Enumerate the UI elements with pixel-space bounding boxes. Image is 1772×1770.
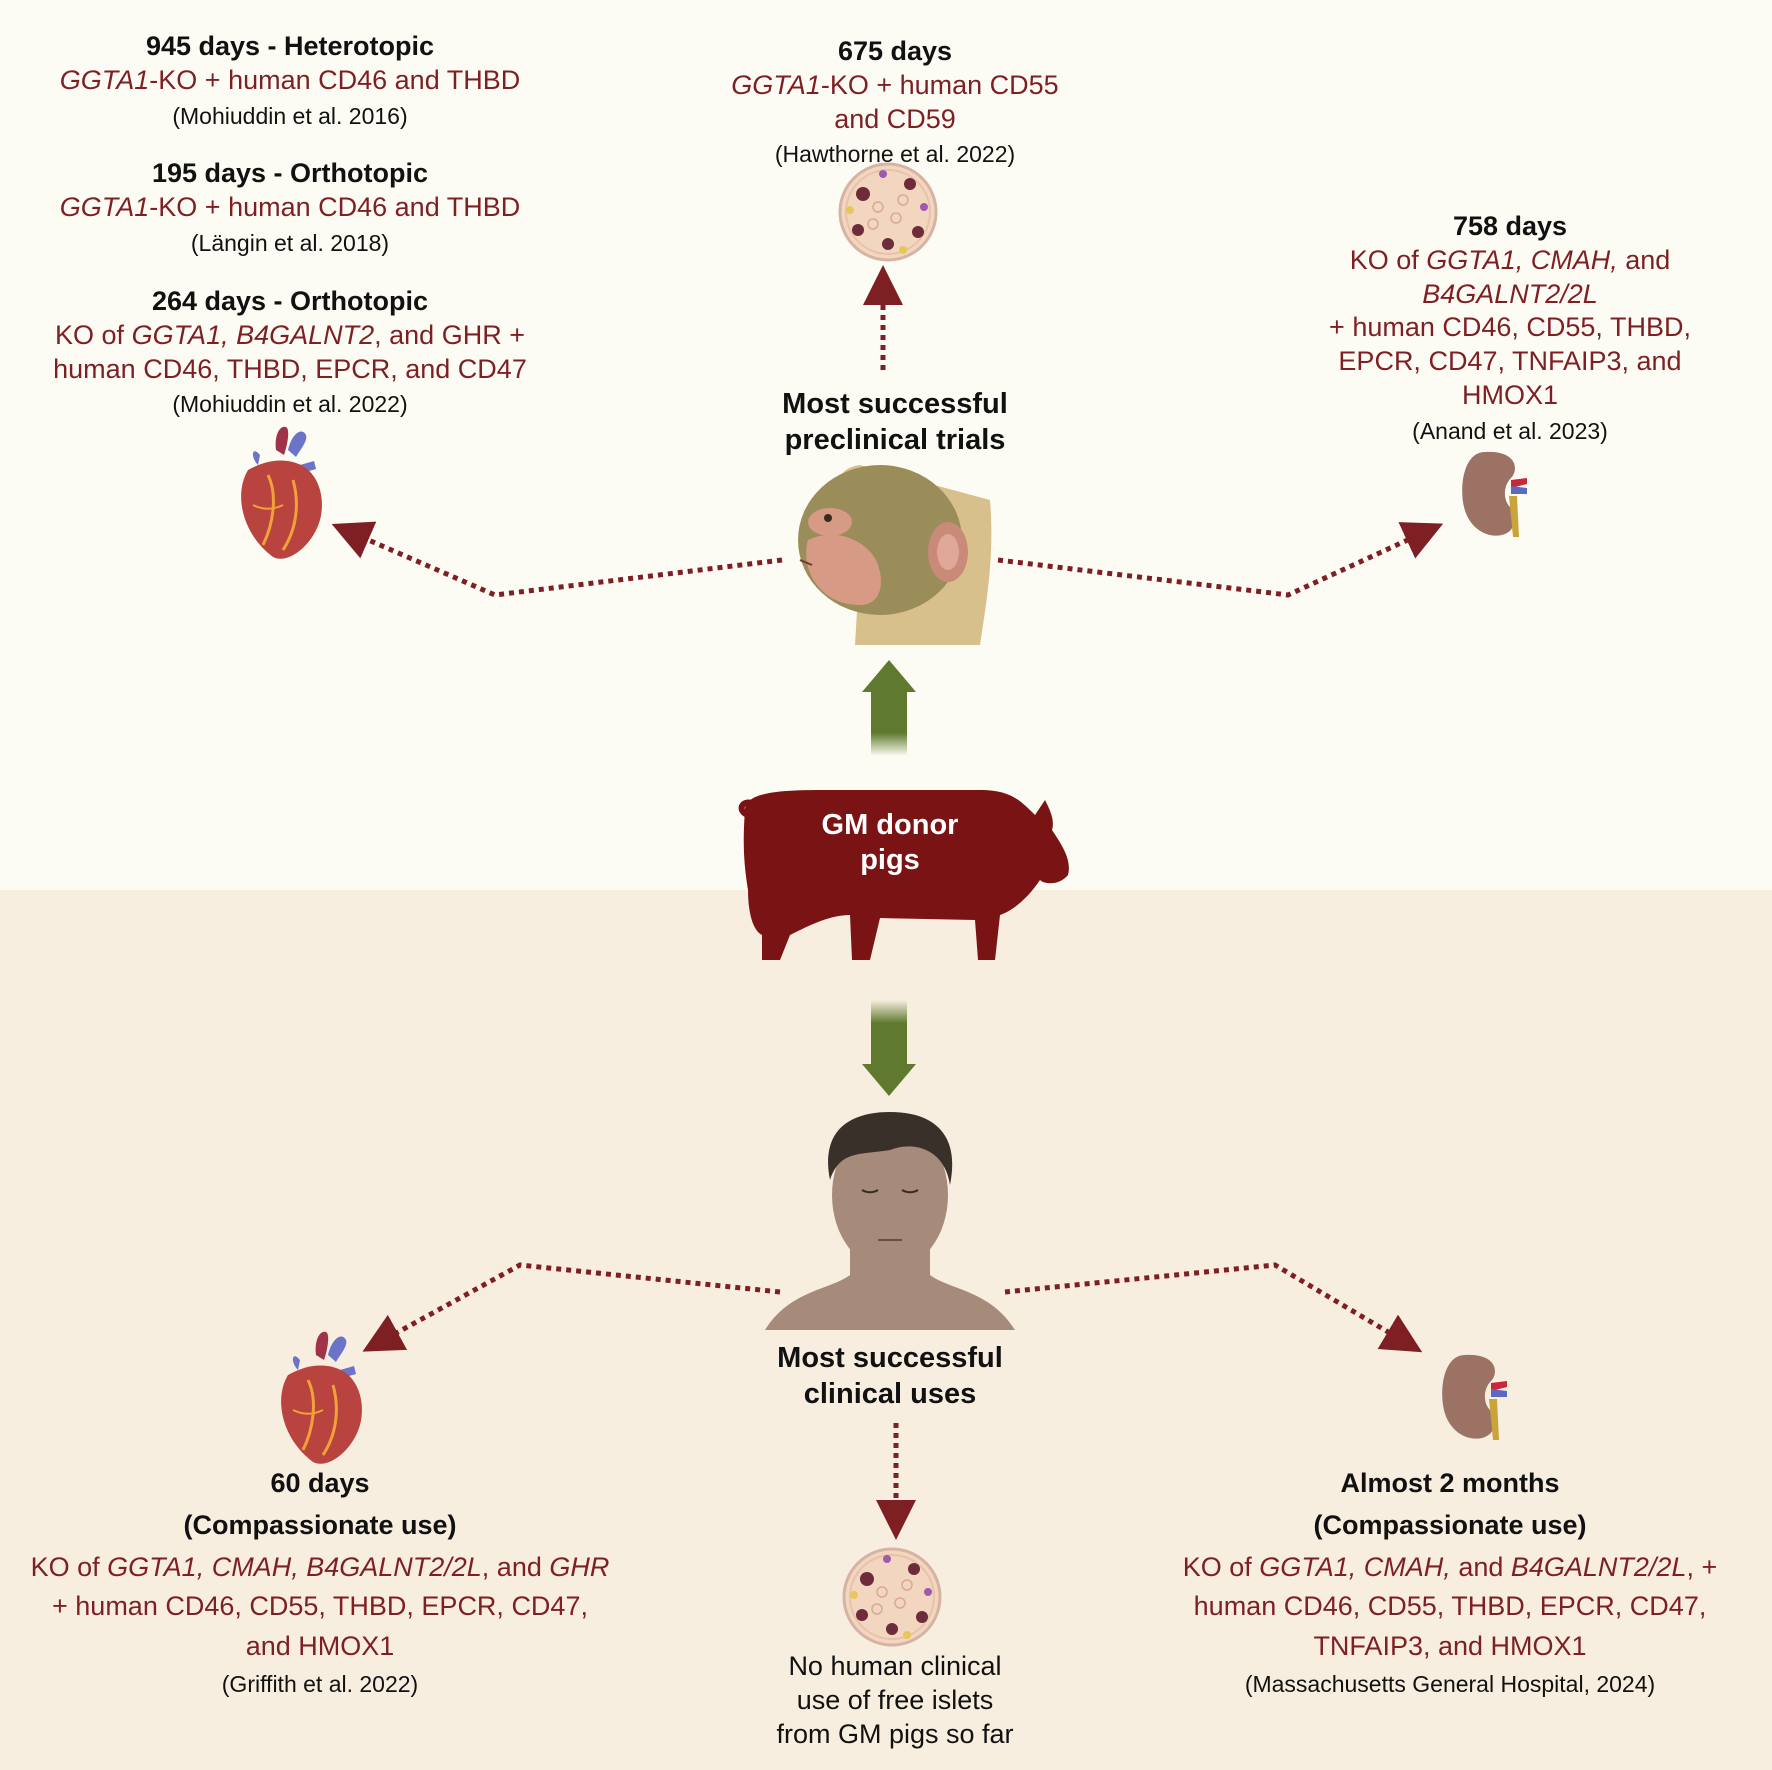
- gene-modifications-line1: KO of GGTA1, CMAH, and B4GALNT2/2L, +: [1150, 1551, 1750, 1585]
- gene-modifications-line5: HMOX1: [1461, 379, 1559, 410]
- gene-text: KO of: [1349, 244, 1427, 275]
- preclinical-islet-icon: [838, 162, 938, 262]
- gene-text: KO of: [55, 319, 132, 350]
- arrow-to-clinical-kidney: [1004, 1262, 1423, 1353]
- gene-text: KO of: [1182, 1551, 1260, 1582]
- arrow-to-preclinical-kidney: [997, 522, 1444, 598]
- clinical-islet-icon: [842, 1547, 942, 1647]
- green-arrow-up: [862, 660, 916, 756]
- gene-italic: GGTA1, B4GALNT2: [131, 319, 375, 350]
- gene-modifications-line2: human CD46, THBD, EPCR, and CD47: [53, 353, 527, 384]
- clinical-label-line1: Most successful: [777, 1342, 1003, 1374]
- gene-italic: GGTA1, CMAH,: [1426, 244, 1618, 275]
- clinical-label-line2: clinical uses: [803, 1378, 977, 1411]
- entry-title: 675 days: [837, 36, 953, 66]
- gene-italic: GGTA1: [59, 64, 150, 95]
- donor-label-line1: GM donor: [821, 809, 959, 841]
- gene-italic: GHR: [549, 1551, 610, 1582]
- entry-title-line1: 60 days: [270, 1468, 370, 1498]
- entry-title: 264 days - Orthotopic: [151, 286, 429, 316]
- monkey-icon: [798, 465, 992, 645]
- gene-text: -KO + human CD55: [820, 69, 1059, 100]
- gene-text: , and: [481, 1551, 550, 1582]
- gene-text: -KO + human CD46 and THBD: [149, 64, 521, 95]
- preclinical-islet-entry: 675 days GGTA1-KO + human CD55 and CD59 …: [690, 35, 1100, 169]
- preclinical-label-line1: Most successful: [782, 388, 1008, 420]
- islet-note-line1: No human clinical: [788, 1651, 1002, 1681]
- gene-modifications-line1: KO of GGTA1, CMAH, and: [1300, 244, 1720, 278]
- citation: (Griffith et al. 2022): [221, 1670, 419, 1697]
- citation: (Anand et al. 2023): [1412, 417, 1608, 444]
- gene-text: , +: [1686, 1551, 1718, 1582]
- clinical-label: Most successful clinical uses: [730, 1340, 1050, 1413]
- gene-italic: GGTA1: [731, 69, 821, 100]
- preclinical-label-line2: preclinical trials: [784, 424, 1006, 457]
- gene-modifications-line3: TNFAIP3, and HMOX1: [1313, 1631, 1587, 1661]
- entry-title: 758 days: [1452, 211, 1568, 241]
- pig-icon: [738, 790, 1069, 960]
- gene-text: and: [1450, 1551, 1511, 1582]
- preclinical-heart-entry-1: 945 days - Heterotopic GGTA1-KO + human …: [20, 30, 560, 130]
- gene-italic: GGTA1: [59, 191, 150, 222]
- gene-text: KO of: [30, 1551, 108, 1582]
- gene-italic: B4GALNT2/2L: [1422, 278, 1598, 309]
- clinical-heart-icon: [279, 1330, 364, 1466]
- gene-modifications-line2: B4GALNT2/2L: [1300, 278, 1720, 312]
- entry-title: 945 days - Heterotopic: [145, 31, 435, 61]
- preclinical-label: Most successful preclinical trials: [730, 386, 1060, 459]
- gene-modifications-line1: KO of GGTA1, B4GALNT2, and GHR +: [20, 319, 560, 353]
- clinical-kidney-icon: [1442, 1354, 1507, 1440]
- citation: (Mohiuddin et al. 2022): [172, 391, 408, 418]
- gene-modifications-line1: KO of GGTA1, CMAH, B4GALNT2/2L, and GHR: [10, 1551, 630, 1585]
- arrow-to-preclinical-heart: [331, 521, 783, 598]
- gene-modifications-line3: and HMOX1: [245, 1631, 395, 1661]
- clinical-kidney-entry: Almost 2 months (Compassionate use) KO o…: [1150, 1467, 1750, 1699]
- gene-modifications: GGTA1-KO + human CD46 and THBD: [20, 64, 560, 98]
- citation: (Massachusetts General Hospital, 2024): [1244, 1670, 1656, 1697]
- gene-text: and: [1617, 244, 1671, 275]
- gene-modifications-line3: + human CD46, CD55, THBD,: [1329, 312, 1691, 343]
- entry-title-line2: (Compassionate use): [183, 1509, 457, 1540]
- gene-modifications-line1: GGTA1-KO + human CD55: [690, 69, 1100, 103]
- donor-label-line2: pigs: [860, 843, 920, 876]
- islet-note-line2: use of free islets: [796, 1684, 994, 1715]
- preclinical-kidney-icon: [1462, 451, 1527, 537]
- islet-note-line3: from GM pigs so far: [776, 1718, 1014, 1749]
- gene-modifications-line4: EPCR, CD47, TNFAIP3, and: [1338, 346, 1682, 376]
- gene-text: -KO + human CD46 and THBD: [149, 191, 521, 222]
- gene-modifications-line2: and CD59: [834, 103, 956, 134]
- entry-title-line1: Almost 2 months: [1340, 1468, 1560, 1498]
- human-icon: [765, 1112, 1015, 1330]
- preclinical-heart-entry-3: 264 days - Orthotopic KO of GGTA1, B4GAL…: [20, 285, 560, 419]
- clinical-islet-entry: No human clinical use of free islets fro…: [745, 1650, 1045, 1751]
- gene-italic: B4GALNT2/2L: [1510, 1551, 1687, 1582]
- gene-modifications-line2: + human CD46, CD55, THBD, EPCR, CD47,: [52, 1591, 588, 1622]
- donor-label: GM donor pigs: [790, 808, 990, 878]
- entry-title-line2: (Compassionate use): [1313, 1509, 1587, 1540]
- gene-text: , and GHR +: [374, 319, 525, 350]
- green-arrow-down: [862, 1000, 916, 1096]
- entry-title: 195 days - Orthotopic: [151, 158, 429, 188]
- clinical-heart-entry: 60 days (Compassionate use) KO of GGTA1,…: [10, 1467, 630, 1699]
- gene-modifications: GGTA1-KO + human CD46 and THBD: [20, 191, 560, 225]
- citation: (Hawthorne et al. 2022): [774, 141, 1016, 168]
- preclinical-heart-icon: [239, 425, 324, 561]
- gene-modifications-line2: human CD46, CD55, THBD, EPCR, CD47,: [1193, 1591, 1707, 1622]
- preclinical-heart-entry-2: 195 days - Orthotopic GGTA1-KO + human C…: [20, 157, 560, 257]
- gene-italic: GGTA1, CMAH,: [1259, 1551, 1451, 1582]
- gene-italic: GGTA1, CMAH, B4GALNT2/2L: [107, 1551, 482, 1582]
- citation: (Mohiuddin et al. 2016): [172, 102, 408, 129]
- citation: (Längin et al. 2018): [190, 229, 390, 256]
- preclinical-kidney-entry: 758 days KO of GGTA1, CMAH, and B4GALNT2…: [1300, 210, 1720, 445]
- arrow-to-clinical-heart: [362, 1262, 781, 1352]
